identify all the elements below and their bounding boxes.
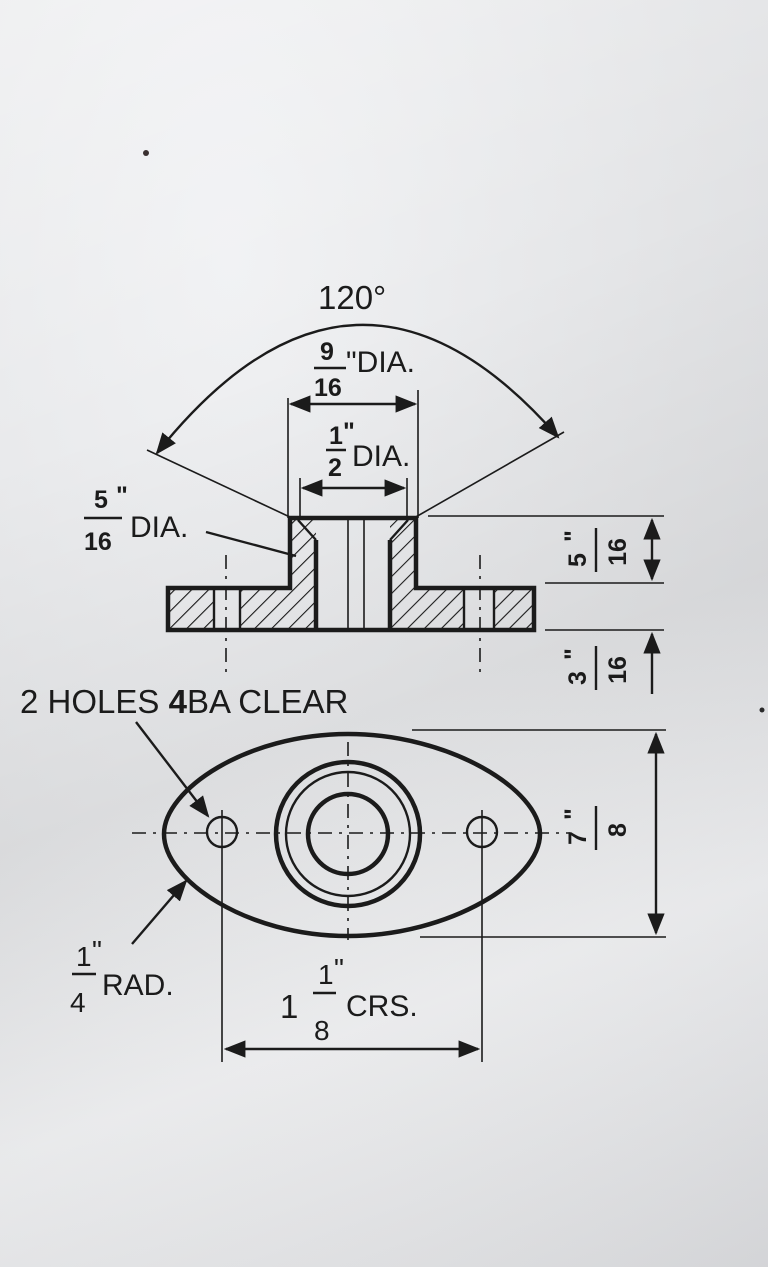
width-dimension: 7 " 8 [412, 729, 666, 938]
dia-label: DIA. [352, 440, 410, 473]
inch-mark: " [92, 935, 102, 966]
fraction-numerator: 1 [76, 941, 92, 972]
holes-note-lead: 2 HOLES [20, 683, 169, 720]
crs-label: CRS. [346, 990, 418, 1023]
rad-label: RAD. [102, 969, 174, 1002]
countersink-diameter: 5 " 16 DIA. [84, 482, 297, 558]
angle-label: 120° [318, 279, 386, 316]
centres-whole: 1 [280, 988, 298, 1025]
flange-thickness-dimension: 3 " 16 [545, 629, 664, 694]
boss-countersink-circle [284, 770, 412, 898]
inch-mark: " [560, 530, 588, 542]
holes-note-tail: BA CLEAR [187, 683, 348, 720]
paper-speck [143, 150, 149, 156]
countersink-angle-dimension: 120° [146, 279, 565, 519]
fraction-numerator: 7 [564, 831, 592, 845]
fraction-numerator: 3 [564, 671, 592, 685]
plan-view [132, 731, 570, 1062]
dia-label: "DIA. [346, 346, 415, 379]
paper-speck [759, 707, 765, 713]
inch-mark: " [116, 482, 128, 510]
bore-diameter: 1 " 2 DIA. [299, 418, 410, 518]
inch-mark: " [560, 808, 588, 820]
outer-boss-diameter: 9 16 "DIA. [287, 338, 419, 518]
section-view [165, 515, 537, 672]
fraction-denominator: 8 [314, 1015, 330, 1046]
holes-note-size: 4 [169, 683, 188, 720]
dia-label: DIA. [130, 511, 188, 544]
boss-height-dimension: 5 " 16 [428, 515, 664, 584]
hatched-section [168, 518, 534, 630]
fraction-numerator: 1 [329, 422, 343, 450]
fraction-numerator: 9 [320, 338, 334, 366]
countersink [297, 519, 409, 541]
radius-dimension: 1 " 4 RAD. [70, 879, 188, 1018]
inch-mark: " [560, 648, 588, 660]
inch-mark: " [343, 418, 355, 446]
fraction-numerator: 1 [318, 959, 334, 990]
centres-dimension: 1 1 " 8 CRS. [223, 953, 481, 1058]
fraction-numerator: 5 [94, 486, 108, 514]
holes-note: 2 HOLES 4BA CLEAR [20, 683, 348, 818]
inch-mark: " [334, 953, 344, 984]
holes-note-text: 2 HOLES 4BA CLEAR [20, 683, 348, 720]
fraction-denominator: 8 [604, 823, 632, 837]
section-outline [165, 515, 537, 633]
fraction-denominator: 4 [70, 987, 86, 1018]
fraction-denominator: 16 [314, 374, 342, 402]
fraction-denominator: 2 [328, 454, 342, 482]
fraction-denominator: 16 [84, 528, 112, 556]
fraction-numerator: 5 [564, 553, 592, 567]
fraction-denominator: 16 [604, 656, 632, 684]
fraction-denominator: 16 [604, 538, 632, 566]
